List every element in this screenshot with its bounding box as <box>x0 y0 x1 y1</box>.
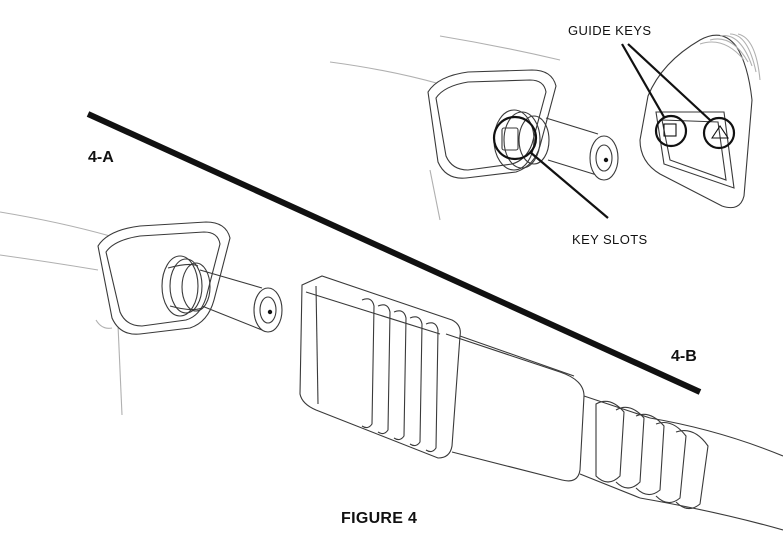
figure-caption: FIGURE 4 <box>341 511 417 527</box>
key-slots-label: KEY SLOTS <box>572 233 648 246</box>
panel-4b-label: 4-B <box>671 349 697 365</box>
panel-4a-housing <box>98 222 230 334</box>
panel-4b-drawing <box>330 34 760 220</box>
panel-4a-label: 4-A <box>88 150 114 166</box>
panel-4a-drawing <box>0 212 783 530</box>
guide-keys-label: GUIDE KEYS <box>568 24 651 37</box>
